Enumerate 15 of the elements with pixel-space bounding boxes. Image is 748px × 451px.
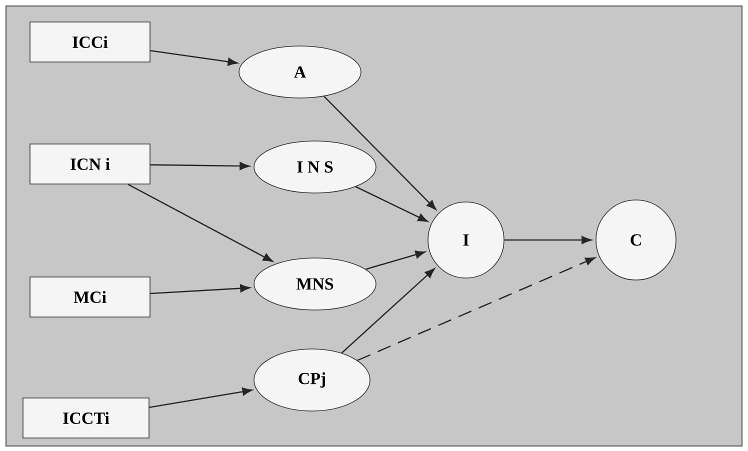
- arrow: [366, 250, 426, 270]
- arrow: [504, 236, 592, 244]
- input-box: ICCi: [30, 22, 150, 62]
- arrow: [150, 162, 250, 170]
- arrow: [341, 268, 435, 354]
- arrow: [324, 96, 436, 210]
- arrow: [128, 184, 273, 262]
- input-box: ICN i: [30, 144, 150, 184]
- arrow: [150, 284, 250, 294]
- arrow: [356, 186, 428, 222]
- arrow: [149, 388, 252, 408]
- input-box: ICCTi: [22, 398, 150, 438]
- arrow: [150, 50, 238, 66]
- dashed-arrow: [357, 257, 596, 361]
- input-box: MCi: [30, 276, 150, 318]
